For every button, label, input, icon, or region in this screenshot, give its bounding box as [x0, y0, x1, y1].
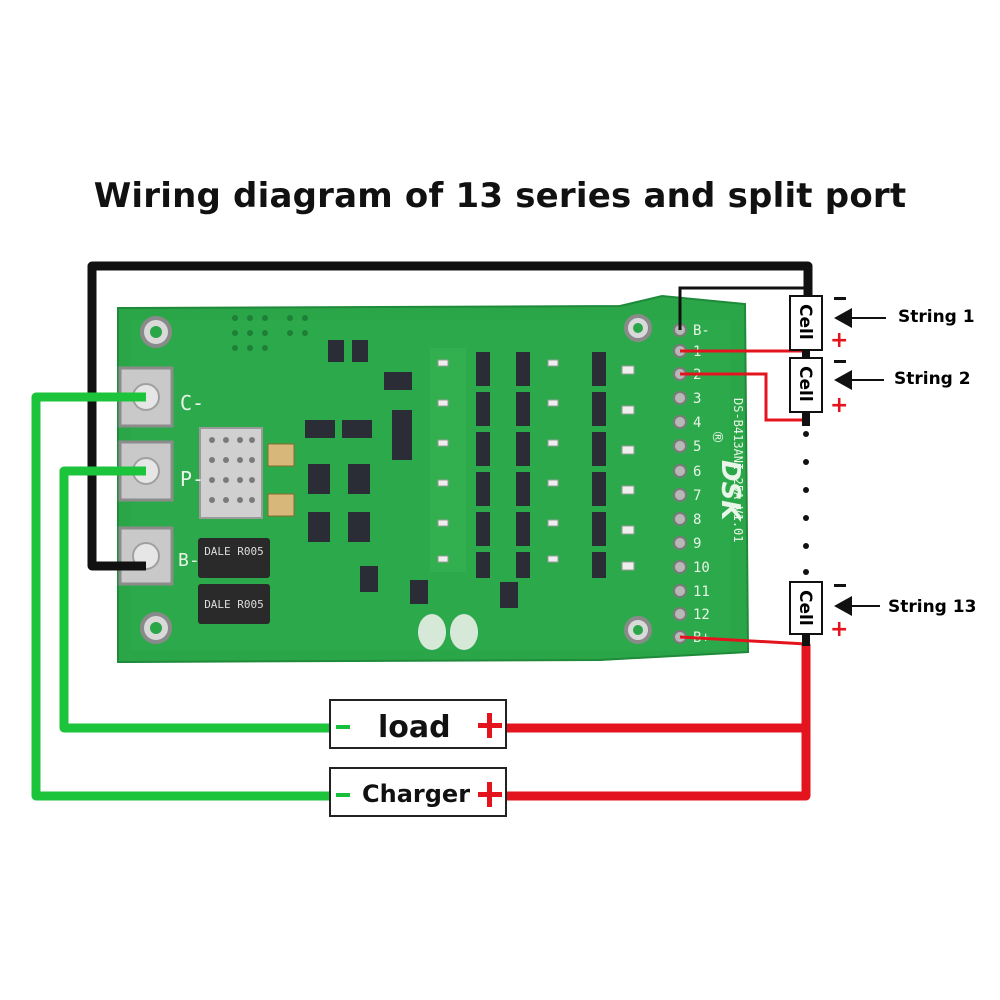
green-wire-p-minus	[59, 466, 332, 733]
svg-text:10: 10	[693, 560, 710, 576]
svg-text:7: 7	[693, 488, 701, 504]
arrow-icon	[834, 370, 852, 390]
label-p-minus: P-	[180, 467, 204, 491]
brand-logo: DSK	[715, 460, 745, 522]
red-wire-charger	[506, 644, 811, 801]
label-c-minus: C-	[180, 391, 204, 415]
cell-2: Cell + String 2	[789, 357, 971, 418]
svg-text:4: 4	[693, 415, 701, 431]
pad-b-minus	[118, 526, 174, 586]
cell-13-positive: +	[830, 617, 848, 642]
svg-text:6: 6	[693, 464, 701, 480]
svg-text:5: 5	[693, 439, 701, 455]
cell-2-negative	[834, 360, 846, 363]
pad-c-minus	[118, 366, 174, 428]
balance-lead-2	[680, 372, 806, 422]
string-1-label: String 1	[898, 307, 975, 327]
svg-text:Cell: Cell	[795, 304, 815, 340]
charger-negative	[336, 793, 350, 797]
load-label: load	[378, 710, 451, 745]
cell-1-positive: +	[830, 328, 848, 353]
charger-label: Charger	[362, 780, 470, 808]
cell-1-negative	[834, 297, 846, 300]
balance-circuit	[430, 348, 635, 578]
svg-text:DALE R005: DALE R005	[204, 598, 264, 611]
load-box: load	[329, 699, 507, 749]
arrow-icon	[834, 308, 852, 328]
svg-text:B-: B-	[693, 323, 710, 339]
cell-2-positive: +	[830, 393, 848, 418]
registered-mark: ®	[709, 430, 725, 444]
svg-text:3: 3	[693, 391, 701, 407]
svg-text:DALE R005: DALE R005	[204, 545, 264, 558]
diagram-title: Wiring diagram of 13 series and split po…	[93, 176, 907, 216]
cell-13-negative	[834, 584, 846, 587]
svg-text:Cell: Cell	[795, 366, 815, 402]
bms-board: DALE R005 DALE R005	[117, 294, 750, 664]
charger-box: Charger	[329, 767, 507, 817]
black-wire	[87, 261, 813, 571]
shunt-resistor: DALE R005	[198, 538, 270, 578]
svg-text:9: 9	[693, 536, 701, 552]
green-wire-c-minus	[31, 392, 332, 801]
svg-text:11: 11	[693, 584, 710, 600]
arrow-icon	[834, 596, 852, 616]
cell-1: Cell + String 1	[789, 295, 975, 353]
series-ellipsis	[803, 431, 809, 575]
svg-text:8: 8	[693, 512, 701, 528]
b-minus-lead	[678, 286, 808, 330]
string-13-label: String 13	[888, 597, 976, 617]
model-number: DS-B413ANI-25A V1.01	[731, 398, 745, 543]
string-2-label: String 2	[894, 369, 971, 389]
load-negative	[336, 725, 350, 729]
label-b-minus: B-	[178, 550, 200, 571]
balance-lead-b-plus	[679, 635, 807, 646]
shunt-resistor: DALE R005	[198, 584, 270, 624]
svg-text:12: 12	[693, 607, 710, 623]
svg-text:Cell: Cell	[795, 590, 815, 626]
cell-13: Cell + String 13	[789, 581, 976, 642]
